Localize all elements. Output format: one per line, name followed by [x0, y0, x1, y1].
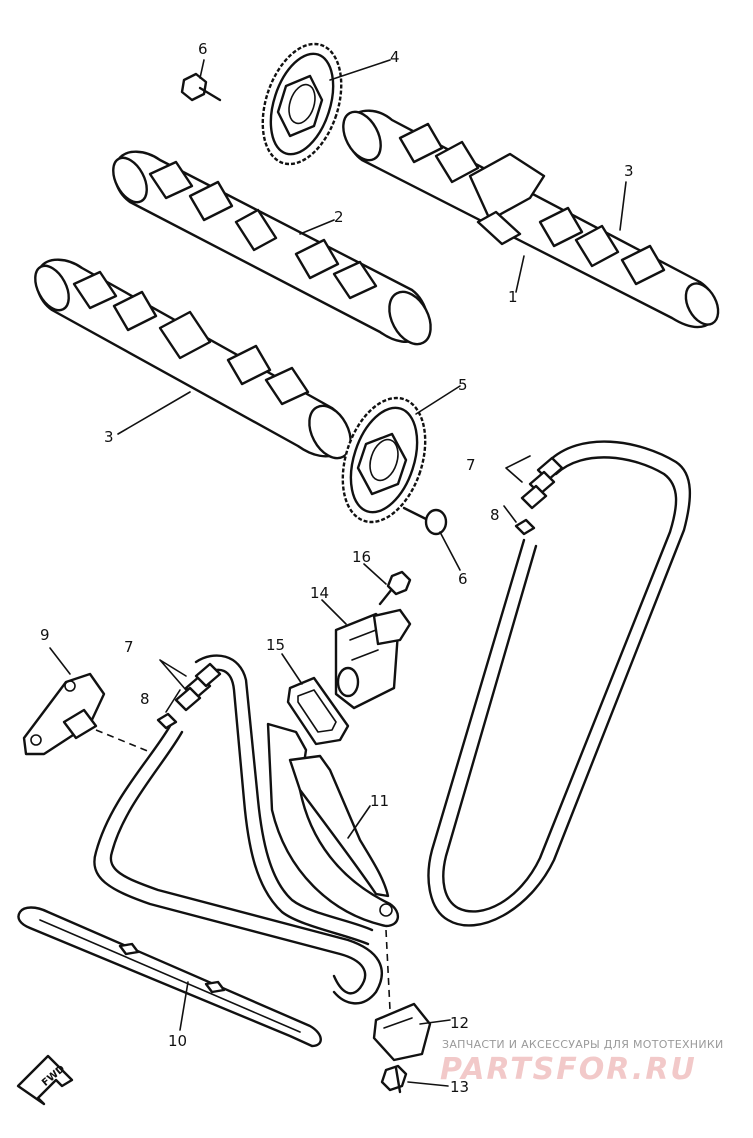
gasket-15 [286, 676, 350, 746]
callout-4: 4 [390, 48, 400, 66]
cam-chain-left [93, 654, 383, 1005]
tensioner-arm-11 [266, 722, 399, 1011]
callout-7-left: 7 [124, 638, 134, 656]
camshaft-1 [342, 109, 720, 329]
callout-6-lower: 6 [458, 570, 468, 588]
callout-5: 5 [458, 376, 468, 394]
chain-link-8-left [156, 712, 178, 730]
callout-8-right: 8 [490, 506, 500, 524]
tensioner-14 [334, 608, 412, 710]
callout-7-right: 7 [466, 456, 476, 474]
camshaft-3 [34, 258, 352, 460]
fwd-arrow-icon: FWD [16, 1054, 74, 1106]
chain-guide-10 [17, 906, 322, 1048]
callout-2: 2 [334, 208, 344, 226]
watermark-brand-logo: PARTSFOR.RU [440, 1052, 697, 1087]
callout-16: 16 [352, 548, 371, 566]
callout-6-upper: 6 [198, 40, 208, 58]
callout-3-upper: 3 [624, 162, 634, 180]
callout-1: 1 [508, 288, 518, 306]
bolt-6-upper [180, 72, 222, 102]
callout-14: 14 [310, 584, 329, 602]
sprocket-5 [341, 396, 427, 524]
leader-lines [49, 59, 627, 1087]
callout-8-left: 8 [140, 690, 150, 708]
chain-link-7-right [520, 456, 564, 510]
callout-12: 12 [450, 1014, 469, 1032]
chain-link-7-left [174, 662, 222, 712]
bracket-12 [372, 1002, 432, 1062]
cam-chain-right [427, 440, 692, 927]
callout-13: 13 [450, 1078, 469, 1096]
callout-15: 15 [266, 636, 285, 654]
callout-10: 10 [168, 1032, 187, 1050]
callout-labels: 1 2 3 3 4 5 6 6 7 7 8 8 9 10 11 12 13 14… [40, 40, 634, 1096]
bolt-13 [380, 1064, 408, 1094]
bolt-16 [378, 570, 412, 606]
callout-9: 9 [40, 626, 50, 644]
callout-3-lower: 3 [104, 428, 114, 446]
watermark-tagline: ЗАПЧАСТИ И АКСЕССУАРЫ ДЛЯ МОТОТЕХНИКИ [442, 1038, 724, 1051]
bolt-6-lower [402, 506, 448, 536]
sprocket-4 [261, 42, 343, 166]
chain-link-8-right [514, 518, 536, 536]
callout-11: 11 [370, 792, 389, 810]
chain-guide-9 [22, 672, 151, 756]
camshaft-2 [112, 150, 432, 346]
